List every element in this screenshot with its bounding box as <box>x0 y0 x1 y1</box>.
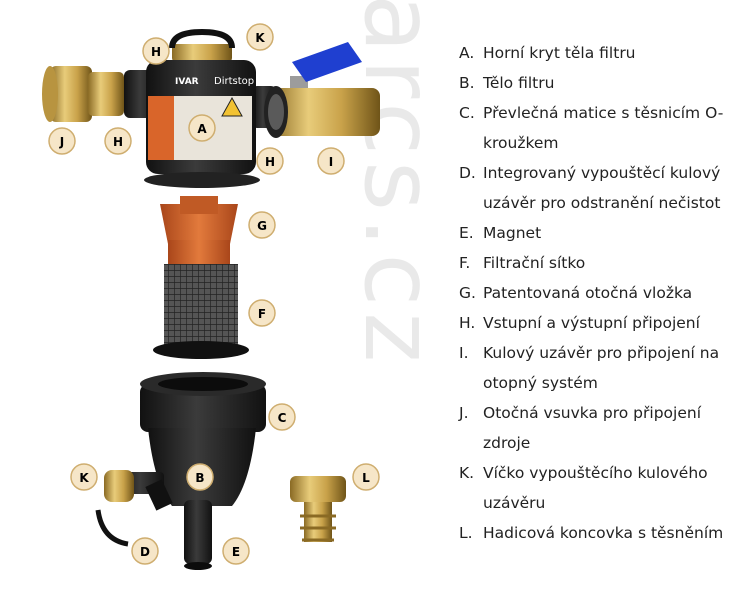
legend-item: H.Vstupní a výstupní připojení <box>459 314 700 332</box>
callout-h-left: H <box>104 127 132 155</box>
hose-tail-l <box>290 476 346 542</box>
legend-item: D.Integrovaný vypouštěcí kulový uzávěr p… <box>459 164 721 212</box>
legend-item: C.Převlečná matice s těsnicím O-kroužkem <box>459 104 724 152</box>
filter-screen-f <box>153 264 249 359</box>
legend-item: J.Otočná vsuvka pro připojení zdroje <box>459 404 701 452</box>
svg-text:A: A <box>197 122 207 136</box>
svg-text:K: K <box>255 31 265 45</box>
svg-text:H: H <box>265 155 275 169</box>
callout-a: A <box>188 114 216 142</box>
model-text: Dirtstop <box>214 76 254 87</box>
callout-g: G <box>248 211 276 239</box>
legend-item: E.Magnet <box>459 224 542 242</box>
drain-cap-k <box>95 470 173 547</box>
legend-item: F.Filtrační sítko <box>459 254 586 272</box>
callout-i: I <box>317 147 345 175</box>
svg-text:E: E <box>232 545 240 559</box>
legend-item: K.Víčko vypouštěcího kulového uzávěru <box>459 464 708 512</box>
callout-h-top: H <box>142 37 170 65</box>
svg-text:H: H <box>113 135 123 149</box>
callout-k-top: K <box>246 23 274 51</box>
svg-text:C: C <box>278 411 287 425</box>
svg-text:H: H <box>151 45 161 59</box>
filter-head-a: IVAR Dirtstop <box>124 28 276 188</box>
union-nut-c <box>140 372 266 432</box>
callout-j: J <box>48 127 76 155</box>
callouts: A B C D E F G H H H I J K K L <box>48 23 380 565</box>
callout-e: E <box>222 537 250 565</box>
callout-f: F <box>248 299 276 327</box>
brand-text: IVAR <box>175 77 199 87</box>
legend-item: L.Hadicová koncovka s těsněním <box>459 524 724 542</box>
legend-item: B.Tělo filtru <box>459 74 555 92</box>
svg-text:F: F <box>258 307 266 321</box>
callout-l: L <box>352 463 380 491</box>
svg-text:J: J <box>59 135 64 149</box>
svg-text:I: I <box>329 155 333 169</box>
exploded-filter-diagram: IVAR Dirtstop <box>42 23 380 570</box>
callout-d: D <box>131 537 159 565</box>
swivel-union-j <box>42 66 124 122</box>
callout-h-right: H <box>256 147 284 175</box>
svg-text:G: G <box>257 219 267 233</box>
parts-legend: A.Horní kryt těla filtru B.Tělo filtru C… <box>459 38 749 548</box>
legend-item: I.Kulový uzávěr pro připojení na otopný … <box>459 344 720 392</box>
ball-valve-i <box>264 42 380 138</box>
callout-b: B <box>186 463 214 491</box>
svg-text:B: B <box>195 471 204 485</box>
svg-text:L: L <box>362 471 370 485</box>
svg-text:D: D <box>140 545 150 559</box>
callout-k-bottom: K <box>70 463 98 491</box>
legend-item: A.Horní kryt těla filtru <box>459 44 636 62</box>
legend-item: G.Patentovaná otočná vložka <box>459 284 693 302</box>
callout-c: C <box>268 403 296 431</box>
svg-text:K: K <box>79 471 89 485</box>
